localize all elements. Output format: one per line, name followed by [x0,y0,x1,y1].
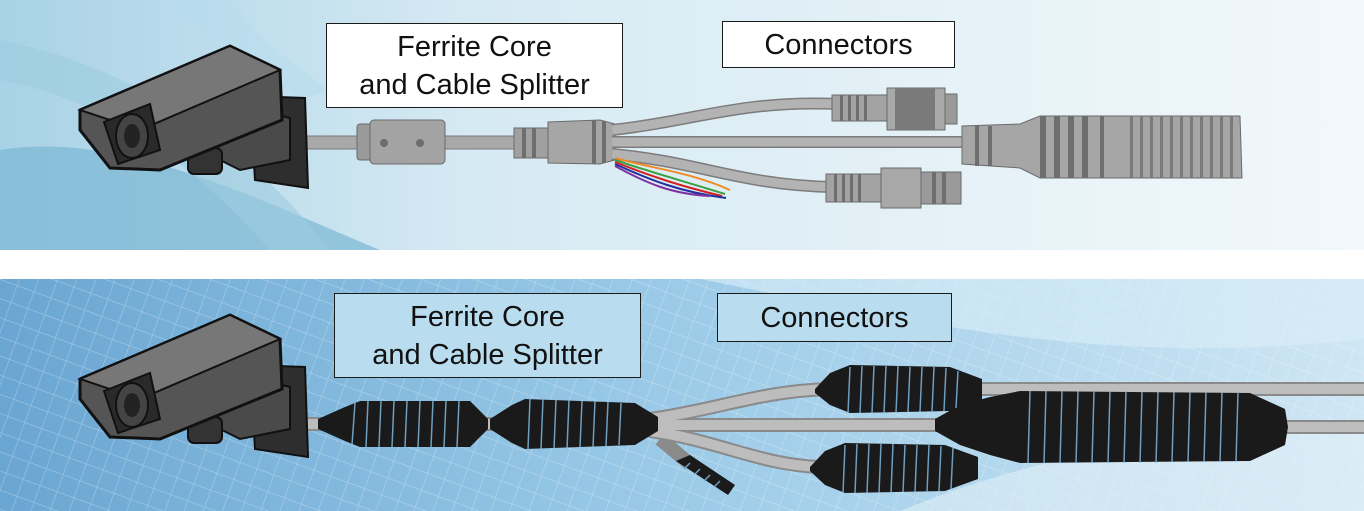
top-ferrite-label-line1: Ferrite Core [397,30,552,63]
ferrite-core [356,119,446,165]
bottom-connectors-label-text: Connectors [760,301,909,334]
cable-splitter [513,119,616,165]
bottom-ferrite-label-line2: and Cable Splitter [372,338,603,371]
bottom-diagram [0,279,1364,511]
top-ferrite-label-line2: and Cable Splitter [359,68,590,101]
bottom-panel: Ferrite Core and Cable Splitter Connecto… [0,279,1364,511]
lower-connector [825,167,962,209]
masked-lower-connector [810,443,978,493]
top-ferrite-core-label: Ferrite Core and Cable Splitter [326,23,623,108]
masked-components [318,365,1288,495]
top-connectors-label: Connectors [722,21,955,68]
colored-wires [614,157,731,199]
masked-large-connector [935,391,1288,463]
top-connectors-label-text: Connectors [764,28,913,61]
masked-wires [676,455,735,495]
masked-upper-connector [815,365,982,413]
security-camera-icon [77,313,310,459]
masked-ferrite-core [318,401,488,447]
mask-ridges [351,365,1239,494]
top-diagram [0,0,1364,250]
security-camera-icon [77,44,310,190]
bottom-connectors-label: Connectors [717,293,952,342]
masked-splitter [490,399,658,449]
upper-connector [831,87,958,131]
top-panel: Ferrite Core and Cable Splitter Connecto… [0,0,1364,250]
large-connector [961,115,1243,179]
bottom-ferrite-label-line1: Ferrite Core [410,300,565,333]
top-swoosh-3 [170,0,330,100]
bottom-ferrite-core-label: Ferrite Core and Cable Splitter [334,293,641,378]
